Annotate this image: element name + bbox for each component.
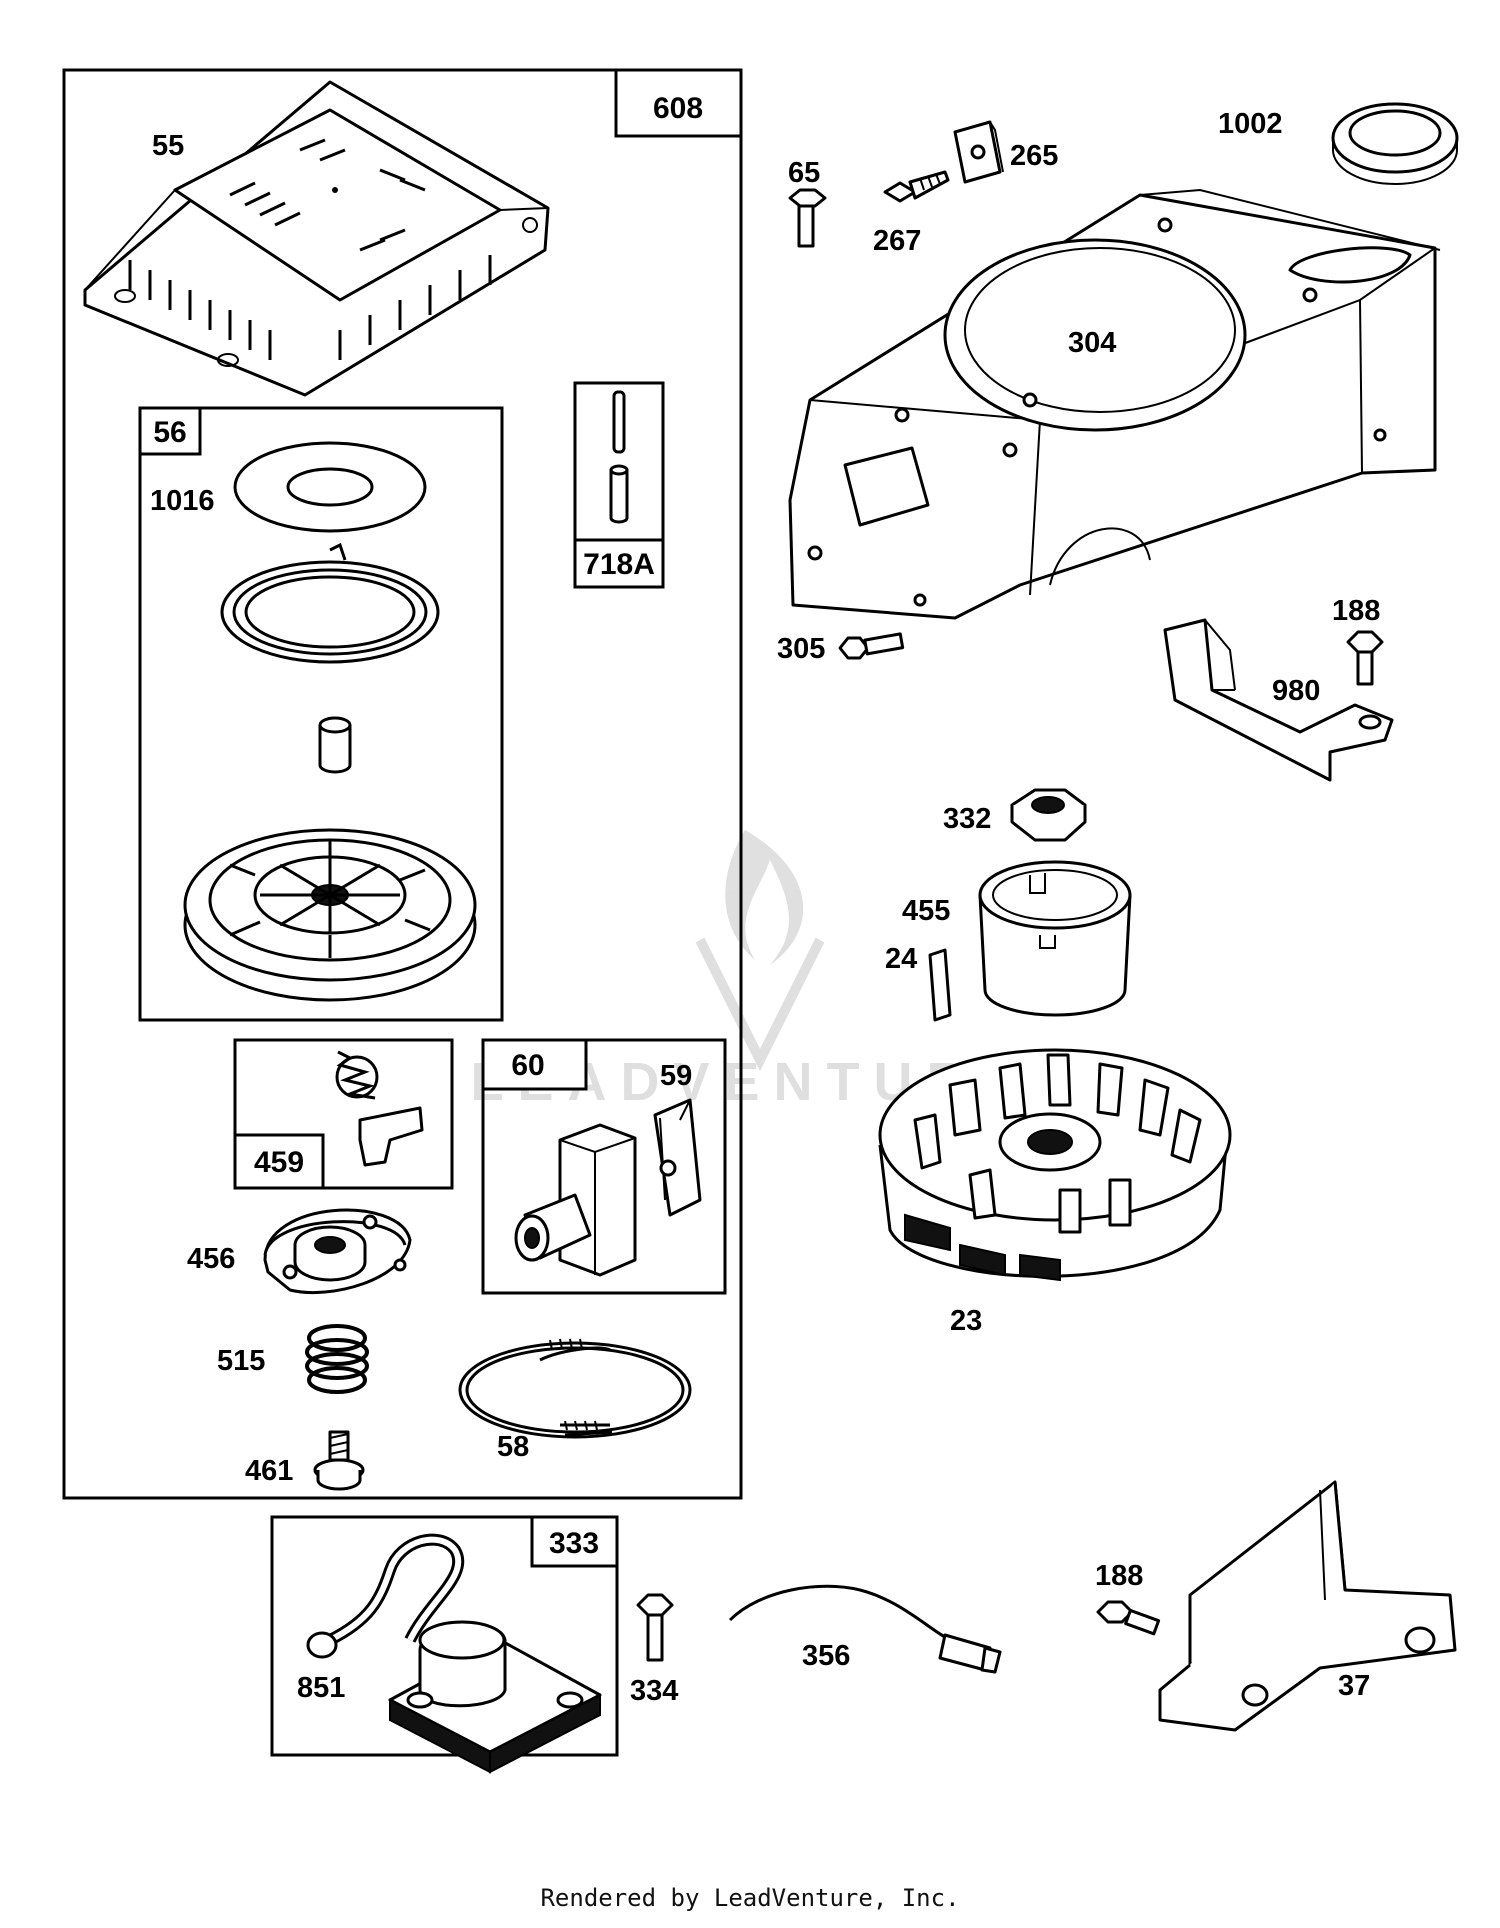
part-305-label: 305 — [777, 633, 825, 665]
starter-cup-part — [978, 860, 1132, 1017]
rope-braid-mark — [549, 1338, 598, 1431]
bolt-305-part — [838, 632, 905, 660]
bolt-188-lower-part — [1096, 1600, 1161, 1636]
part-1002-label: 1002 — [1218, 108, 1283, 140]
kit-459-label-box — [233, 1133, 325, 1190]
kit-56-label: 56 — [153, 416, 186, 449]
shoulder-screw-part — [313, 1430, 365, 1491]
flywheel-nut-part — [1010, 788, 1087, 842]
kit-60-label-box — [481, 1038, 588, 1091]
part-456-label: 456 — [187, 1243, 235, 1275]
part-65-label: 65 — [788, 157, 820, 189]
part-851-label: 851 — [297, 1672, 345, 1704]
bolt-334-part — [636, 1593, 674, 1662]
pump-body-part — [514, 1123, 637, 1277]
kit-60-label: 60 — [511, 1049, 544, 1082]
part-188-upper-label: 188 — [1332, 595, 1380, 627]
kit-60-frame — [481, 1038, 727, 1295]
bracket-part — [1163, 618, 1394, 782]
kit-608-frame — [62, 68, 743, 1500]
starter-rope-part — [458, 1341, 692, 1439]
self-tap-screw-part — [883, 170, 950, 203]
ignition-armature-part — [306, 1533, 602, 1774]
flywheel-part — [878, 1048, 1232, 1282]
kit-333-label-box — [530, 1515, 619, 1568]
part-267-label: 267 — [873, 225, 921, 257]
part-356-label: 356 — [802, 1640, 850, 1672]
flywheel-key-part — [928, 948, 952, 1022]
kit-333-label: 333 — [549, 1527, 599, 1560]
kit-608-label-box — [614, 68, 743, 138]
part-265-label: 265 — [1010, 140, 1058, 172]
washer-part — [233, 441, 427, 533]
roll-pin-part — [609, 390, 629, 524]
part-1016-label: 1016 — [150, 485, 215, 517]
grommet-part — [1331, 102, 1459, 185]
recoil-spring-part — [220, 542, 440, 664]
part-980-label: 980 — [1272, 675, 1320, 707]
air-guide-part — [1158, 1480, 1457, 1732]
part-58-label: 58 — [497, 1431, 529, 1463]
rewind-housing-part — [83, 80, 550, 397]
kit-718a-label: 718A — [583, 548, 655, 581]
part-59-label: 59 — [660, 1060, 692, 1092]
part-304-label: 304 — [1068, 327, 1116, 359]
part-188-lower-label: 188 — [1095, 1560, 1143, 1592]
kit-459-frame — [233, 1038, 454, 1190]
part-23-label: 23 — [950, 1305, 982, 1337]
kit-56-label-box — [138, 406, 202, 456]
kit-608-label: 608 — [653, 92, 703, 125]
bolt-65-part — [788, 188, 827, 248]
part-37-label: 37 — [1338, 1670, 1370, 1702]
starter-pulley-part — [183, 828, 477, 1002]
pawl-part — [358, 1106, 424, 1167]
spring-clip-part — [653, 1098, 702, 1217]
part-332-label: 332 — [943, 803, 991, 835]
kit-56-frame — [138, 406, 504, 1022]
part-24-label: 24 — [885, 943, 917, 975]
part-515-label: 515 — [217, 1345, 265, 1377]
bolt-188-upper-part — [1346, 630, 1384, 686]
part-455-label: 455 — [902, 895, 950, 927]
nut-clip-part — [953, 120, 1004, 184]
kit-459-label: 459 — [254, 1146, 304, 1179]
part-334-label: 334 — [630, 1675, 678, 1707]
pulley-pin-part — [318, 716, 352, 774]
kit-333-frame — [270, 1515, 619, 1757]
pawl-retainer-part — [263, 1208, 412, 1295]
kit-718a-frame — [573, 381, 665, 589]
ground-wire-part — [728, 1584, 1002, 1674]
footer-credit: Rendered by LeadVenture, Inc. — [540, 1884, 960, 1912]
blower-housing-part — [788, 188, 1441, 620]
part-55-label: 55 — [152, 130, 184, 162]
pawl-spring-part — [335, 1050, 379, 1100]
part-461-label: 461 — [245, 1455, 293, 1487]
compression-spring-part — [305, 1324, 369, 1394]
